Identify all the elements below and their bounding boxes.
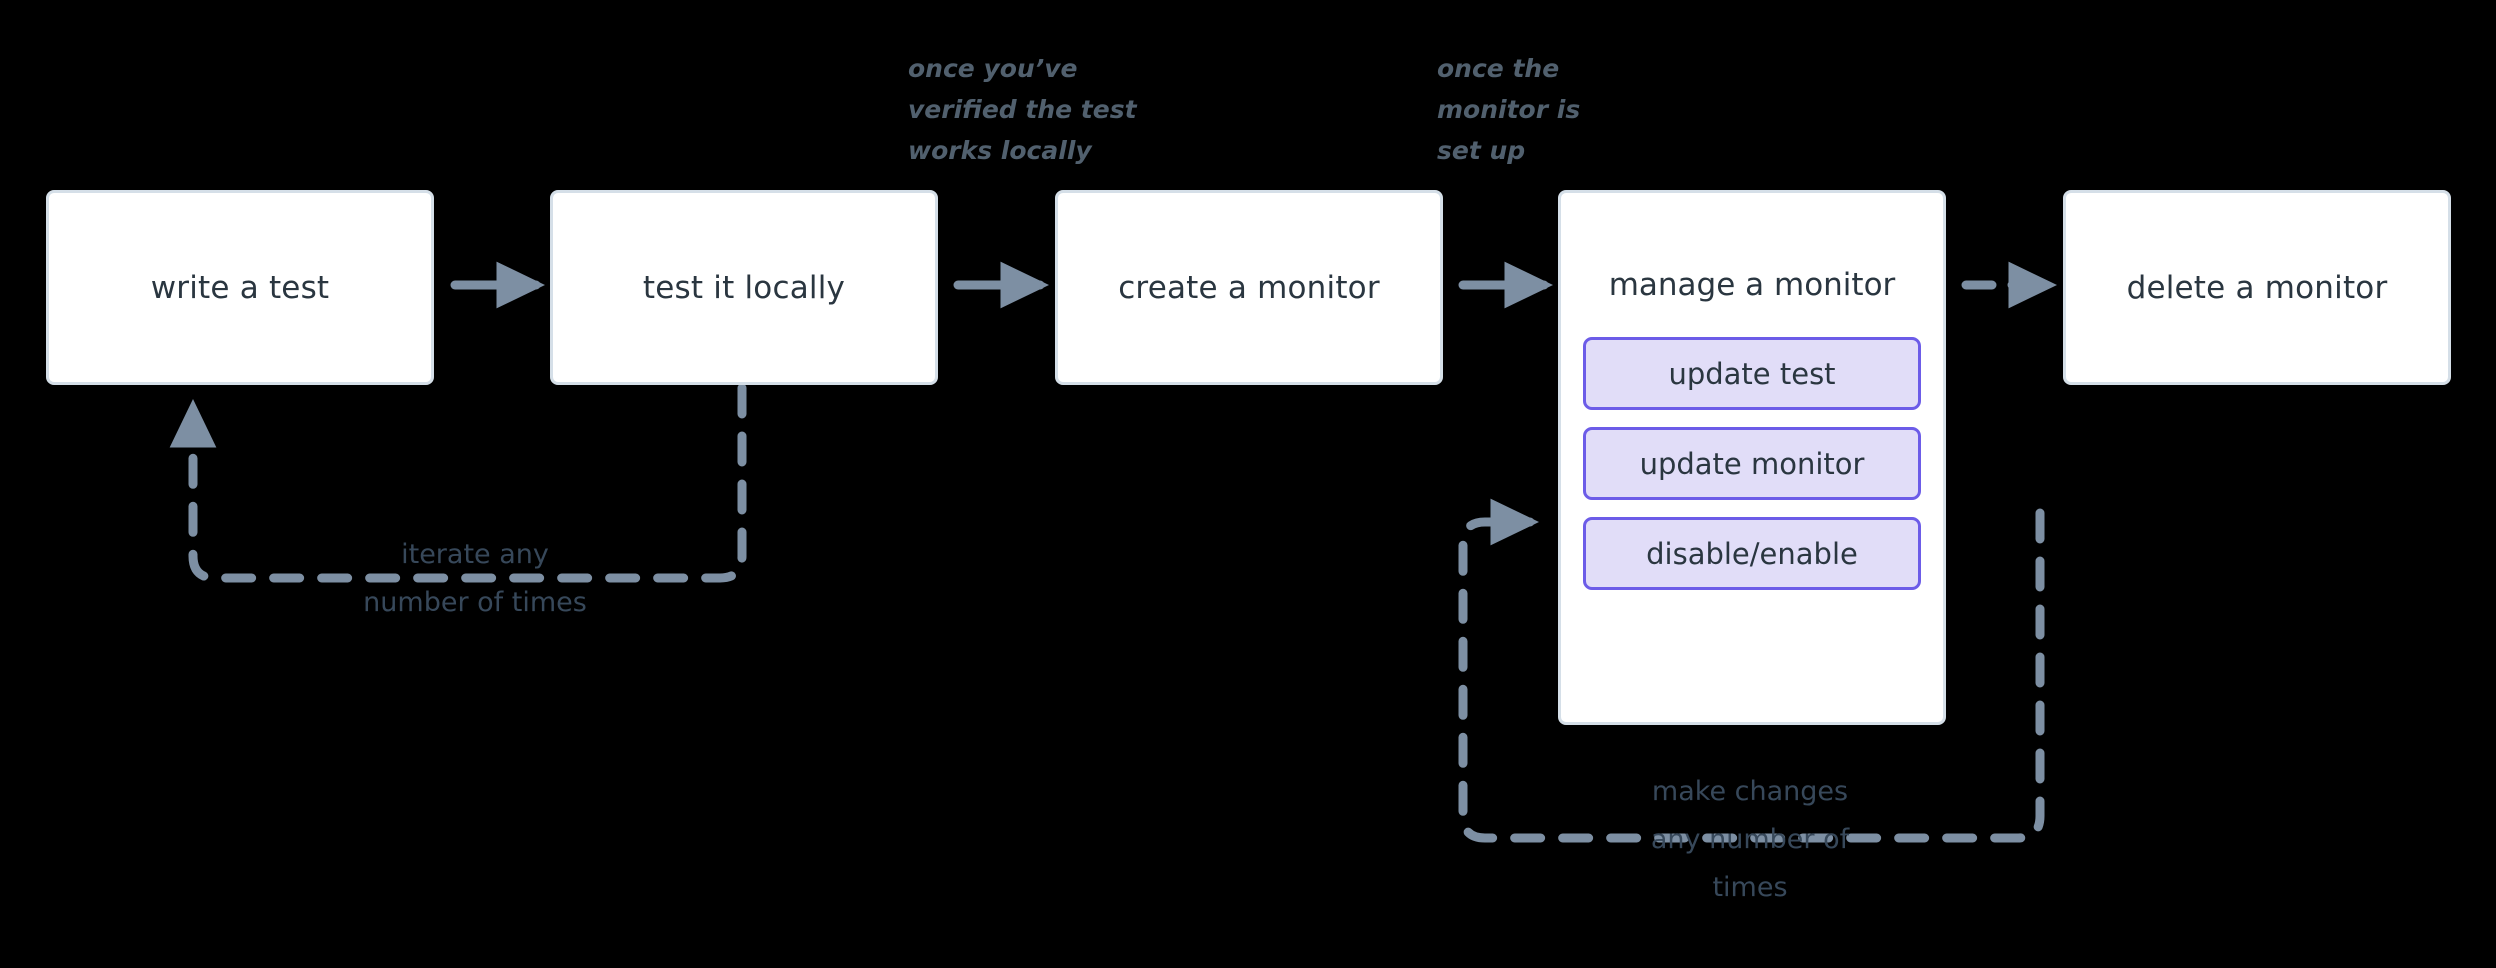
subnode-disable-enable[interactable]: disable/enable [1583,517,1921,590]
node-label: create a monitor [1118,269,1380,306]
node-label: manage a monitor [1608,267,1896,303]
subnode-label: update monitor [1639,446,1865,481]
subnode-update-monitor[interactable]: update monitor [1583,427,1921,500]
manage-actions-list: update test update monitor disable/enabl… [1561,337,1943,612]
node-label: delete a monitor [2126,269,2388,306]
node-label: test it locally [642,269,846,306]
node-manage-a-monitor[interactable]: manage a monitor update test update moni… [1558,190,1946,725]
annotation-once-monitor-set-up: once the monitor is set up [1437,54,1581,165]
subnode-label: update test [1668,356,1836,391]
annotation-once-verified: once you’ve verified the test works loca… [908,54,1137,165]
node-write-a-test[interactable]: write a test [46,190,434,385]
caption-make-changes-any-number-of-times: make changes any number of times [1650,776,1850,903]
node-delete-a-monitor[interactable]: delete a monitor [2063,190,2451,385]
node-create-a-monitor[interactable]: create a monitor [1055,190,1443,385]
caption-iterate-any-number-of-times: iterate any number of times [363,539,587,618]
subnode-label: disable/enable [1646,536,1858,571]
node-label: write a test [150,269,330,306]
subnode-update-test[interactable]: update test [1583,337,1921,410]
node-test-it-locally[interactable]: test it locally [550,190,938,385]
